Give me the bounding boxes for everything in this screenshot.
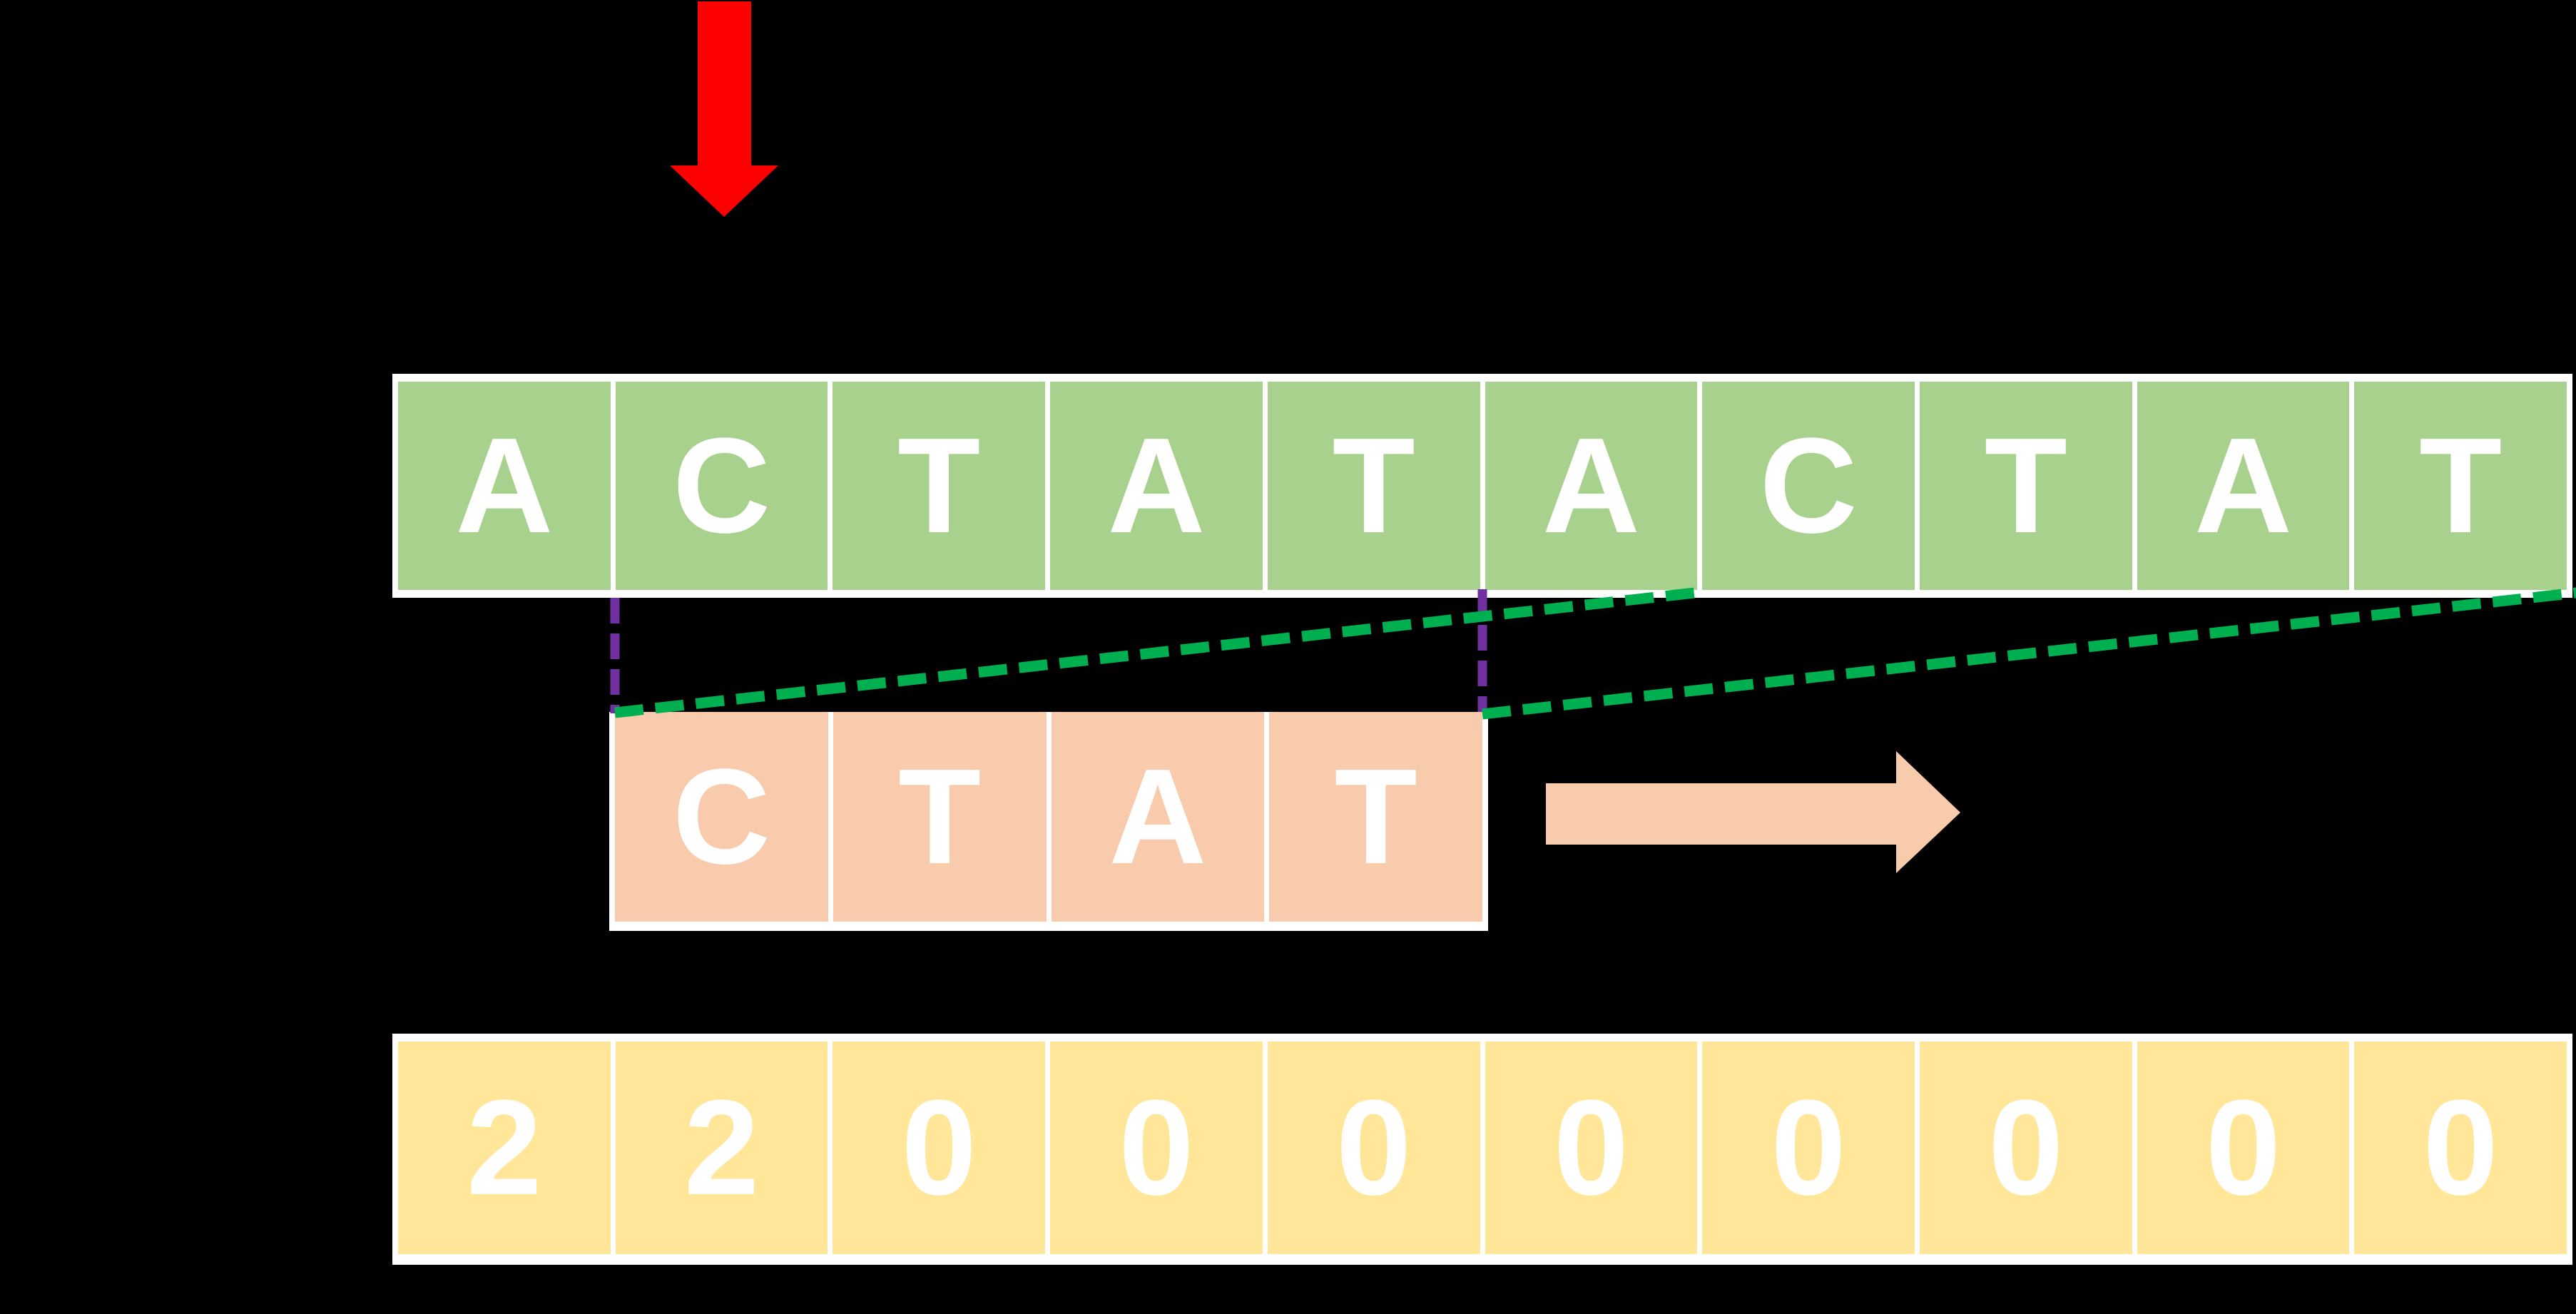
count-cell: 0: [1702, 1041, 1915, 1254]
text-cell: A: [398, 382, 611, 590]
text-cell: A: [1050, 382, 1263, 590]
text-cell: T: [2354, 382, 2567, 590]
text-sequence-row: A C T A T A C T A T: [392, 374, 2572, 598]
count-cell: 0: [833, 1041, 1046, 1254]
text-cell: T: [1919, 382, 2132, 590]
pattern-cell: T: [1269, 712, 1482, 922]
count-cell: 0: [1050, 1041, 1263, 1254]
counts-table-row: 2 2 0 0 0 0 0 0 0 0: [392, 1034, 2572, 1265]
text-cell: A: [2137, 382, 2350, 590]
count-cell: 0: [2354, 1041, 2567, 1254]
count-cell: 0: [1267, 1041, 1480, 1254]
pattern-cell: T: [833, 712, 1047, 922]
pattern-row: C T A T: [609, 712, 1488, 931]
shift-guide-right-dashed-line-icon: [1482, 587, 2576, 720]
count-cell: 0: [1919, 1041, 2132, 1254]
red-down-arrow-icon: [670, 1, 778, 217]
pattern-cell: A: [1051, 712, 1265, 922]
shift-guide-left-dashed-line-icon: [614, 586, 1702, 718]
text-cell: T: [1267, 382, 1480, 590]
text-cell: A: [1485, 382, 1698, 590]
count-cell: 2: [398, 1041, 611, 1254]
count-cell: 0: [1485, 1041, 1698, 1254]
count-cell: 0: [2137, 1041, 2350, 1254]
pattern-cell: C: [615, 712, 828, 922]
text-cell: C: [1702, 382, 1915, 590]
pink-right-arrow-icon: [1546, 751, 1960, 873]
text-cell: C: [615, 382, 828, 590]
count-cell: 2: [615, 1041, 828, 1254]
text-cell: T: [833, 382, 1046, 590]
